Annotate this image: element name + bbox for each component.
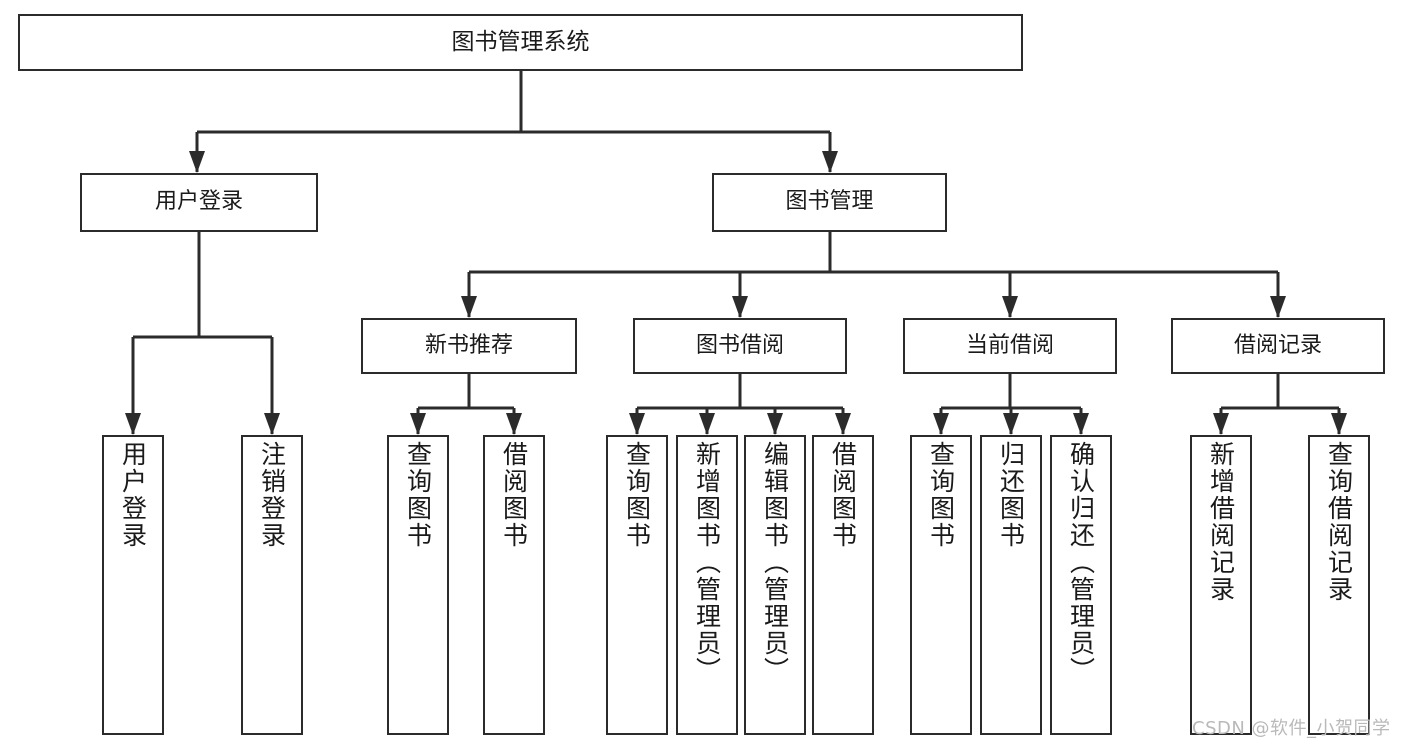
node-label: 编辑图书（管理员） bbox=[760, 441, 790, 684]
arrow-head-g0-1 bbox=[822, 151, 838, 173]
node-n18[interactable]: 新增借阅记录 bbox=[1190, 435, 1252, 735]
arrow-head-g1-1 bbox=[264, 413, 280, 435]
node-label: 用户登录 bbox=[118, 441, 148, 549]
arrow-head-g5-1 bbox=[1003, 413, 1019, 435]
arrow-head-g5-2 bbox=[1073, 413, 1089, 435]
node-label: 注销登录 bbox=[257, 441, 287, 549]
node-label: 借阅图书 bbox=[499, 441, 529, 549]
arrow-head-g5-0 bbox=[933, 413, 949, 435]
arrow-head-g4-0 bbox=[629, 413, 645, 435]
node-label: 借阅图书 bbox=[828, 441, 858, 549]
arrow-head-g4-1 bbox=[699, 413, 715, 435]
arrow-head-g6-0 bbox=[1213, 413, 1229, 435]
arrow-head-g4-2 bbox=[767, 413, 783, 435]
arrow-head-g2-2 bbox=[1002, 296, 1018, 318]
node-n7[interactable]: 用户登录 bbox=[102, 435, 164, 735]
node-label: 查询图书 bbox=[926, 441, 956, 549]
node-n10[interactable]: 借阅图书 bbox=[483, 435, 545, 735]
arrow-head-g6-1 bbox=[1331, 413, 1347, 435]
node-n11[interactable]: 查询图书 bbox=[606, 435, 668, 735]
node-label: 查询借阅记录 bbox=[1324, 441, 1354, 603]
node-n15[interactable]: 查询图书 bbox=[910, 435, 972, 735]
node-n6[interactable]: 借阅记录 bbox=[1171, 318, 1385, 374]
node-label: 图书管理系统 bbox=[451, 29, 590, 56]
node-label: 用户登录 bbox=[154, 189, 243, 215]
node-n4[interactable]: 图书借阅 bbox=[633, 318, 847, 374]
node-n14[interactable]: 借阅图书 bbox=[812, 435, 874, 735]
node-label: 图书管理 bbox=[785, 189, 874, 215]
node-n5[interactable]: 当前借阅 bbox=[903, 318, 1117, 374]
node-n17[interactable]: 确认归还（管理员） bbox=[1050, 435, 1112, 735]
node-label: 查询图书 bbox=[622, 441, 652, 549]
watermark-text: CSDN @软件_小贺同学 bbox=[1192, 718, 1391, 739]
node-n2[interactable]: 图书管理 bbox=[712, 173, 947, 232]
arrow-head-g2-3 bbox=[1270, 296, 1286, 318]
node-n0[interactable]: 图书管理系统 bbox=[18, 14, 1023, 71]
arrow-head-g2-0 bbox=[461, 296, 477, 318]
node-n3[interactable]: 新书推荐 bbox=[361, 318, 577, 374]
node-label: 新书推荐 bbox=[424, 332, 513, 358]
node-n1[interactable]: 用户登录 bbox=[80, 173, 318, 232]
node-label: 新增借阅记录 bbox=[1206, 441, 1236, 603]
arrow-head-g3-1 bbox=[506, 413, 522, 435]
arrow-head-g1-0 bbox=[125, 413, 141, 435]
node-label: 当前借阅 bbox=[965, 332, 1054, 358]
node-n9[interactable]: 查询图书 bbox=[387, 435, 449, 735]
node-label: 借阅记录 bbox=[1233, 332, 1322, 358]
arrow-head-g4-3 bbox=[835, 413, 851, 435]
node-n12[interactable]: 新增图书（管理员） bbox=[676, 435, 738, 735]
node-label: 查询图书 bbox=[403, 441, 433, 549]
arrow-head-g3-0 bbox=[410, 413, 426, 435]
node-label: 归还图书 bbox=[996, 441, 1026, 549]
node-n16[interactable]: 归还图书 bbox=[980, 435, 1042, 735]
node-label: 确认归还（管理员） bbox=[1066, 441, 1096, 684]
arrow-head-g0-0 bbox=[189, 151, 205, 173]
node-label: 新增图书（管理员） bbox=[692, 441, 722, 684]
node-n13[interactable]: 编辑图书（管理员） bbox=[744, 435, 806, 735]
node-label: 图书借阅 bbox=[695, 332, 784, 358]
arrow-head-g2-1 bbox=[732, 296, 748, 318]
node-n19[interactable]: 查询借阅记录 bbox=[1308, 435, 1370, 735]
node-n8[interactable]: 注销登录 bbox=[241, 435, 303, 735]
